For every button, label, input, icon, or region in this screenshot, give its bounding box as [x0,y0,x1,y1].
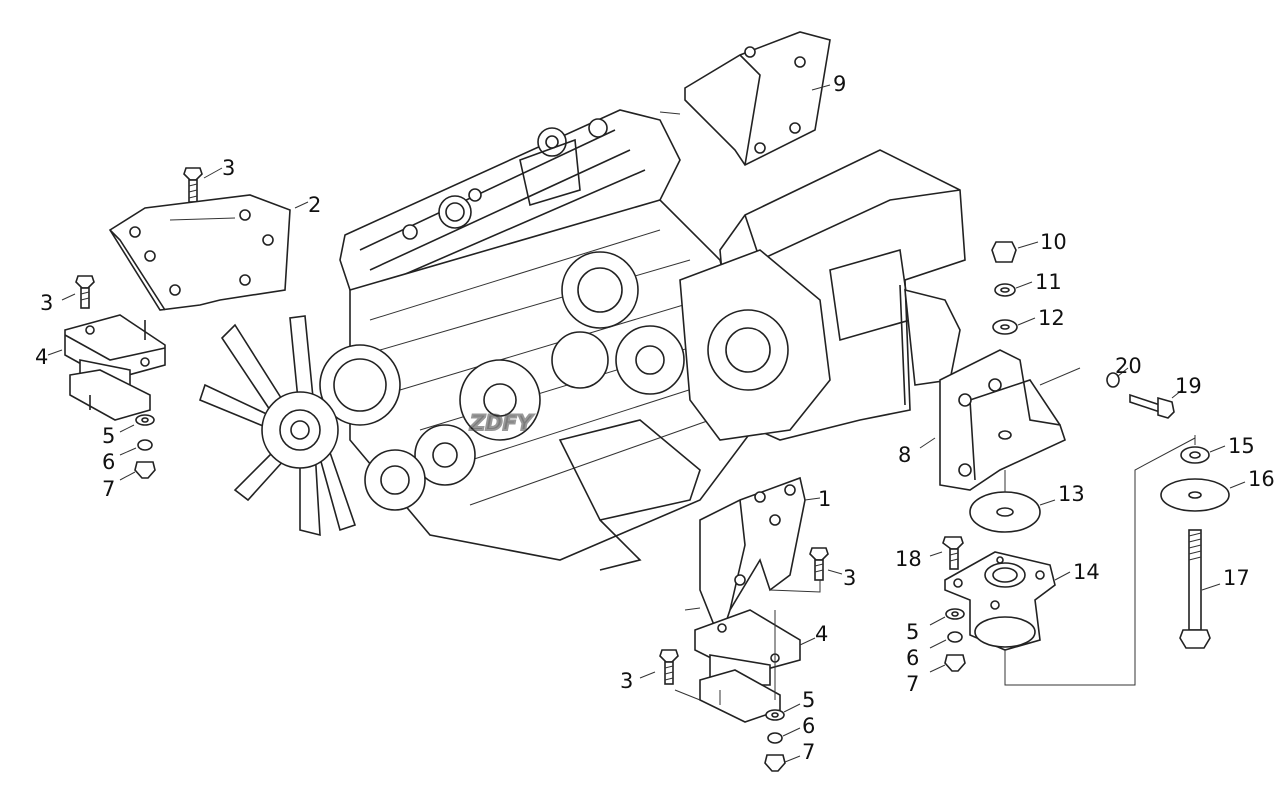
callout-9: 9 [833,72,846,96]
callout-13: 13 [1058,482,1085,506]
callout-3-bottom: 3 [620,669,633,693]
callout-2: 2 [308,193,321,217]
callout-20: 20 [1115,354,1142,378]
part-9-rear-bracket [659,31,831,167]
callout-5-bottom: 5 [802,688,815,712]
callout-8: 8 [898,443,911,467]
callout-7-bottom: 7 [802,740,815,764]
callout-7-right: 7 [906,672,919,696]
callout-6-right: 6 [906,646,919,670]
callout-3-top: 3 [222,156,235,180]
callout-19: 19 [1175,374,1202,398]
engine-assembly [199,109,966,571]
callout-1: 1 [818,487,831,511]
callout-12: 12 [1038,306,1065,330]
callout-17: 17 [1223,566,1250,590]
callout-4-left: 4 [35,345,48,369]
fan [199,315,357,537]
callout-3-right: 3 [843,566,856,590]
rear-mount [919,241,1246,686]
callout-4-bottom: 4 [815,622,828,646]
right-front-mount [639,476,843,772]
callout-16: 16 [1248,467,1275,491]
callout-labels: 1 2 3 3 3 3 4 4 5 5 5 6 6 6 7 7 7 8 9 10… [35,72,1275,764]
callout-5-right: 5 [906,620,919,644]
callout-18: 18 [895,547,922,571]
callout-5-left: 5 [102,424,115,448]
callout-3-left: 3 [40,291,53,315]
callout-6-bottom: 6 [802,714,815,738]
watermark: ZDFY [469,411,534,435]
callout-11: 11 [1035,270,1062,294]
callout-6-left: 6 [102,450,115,474]
callout-14: 14 [1073,560,1100,584]
left-front-mount [47,167,309,481]
callout-10: 10 [1040,230,1067,254]
callout-7-left: 7 [102,477,115,501]
callout-15: 15 [1228,434,1255,458]
